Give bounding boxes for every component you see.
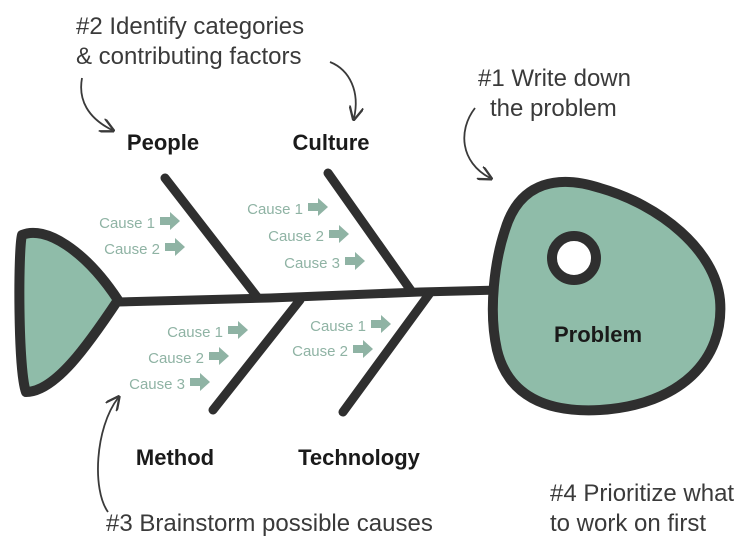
category-culture: Culture <box>293 130 370 155</box>
arrow-right-icon <box>160 212 180 230</box>
annotation-step1-line2: the problem <box>490 95 617 122</box>
fish-spine <box>113 285 505 307</box>
curved-arrow-icon <box>97 398 118 513</box>
cause-item: Cause 3 <box>284 255 340 272</box>
problem-label: Problem <box>554 322 642 347</box>
annotation-step1-line1: #1 Write down <box>478 65 631 92</box>
category-method: Method <box>136 445 214 470</box>
arrow-right-icon <box>209 347 229 365</box>
arrow-right-icon <box>228 321 248 339</box>
annotation-step2-line2: & contributing factors <box>76 43 301 70</box>
annotation-step4: #4 Prioritize what to work on first <box>550 480 741 537</box>
arrow-right-icon <box>353 340 373 358</box>
annotation-step3: #3 Brainstorm possible causes <box>106 510 433 537</box>
cause-item: Cause 2 <box>104 241 160 258</box>
arrow-right-icon <box>308 198 328 216</box>
cause-item: Cause 1 <box>247 201 303 218</box>
arrow-right-icon <box>165 238 185 256</box>
cause-item: Cause 3 <box>129 376 185 393</box>
cause-item: Cause 1 <box>99 215 155 232</box>
fish-tail <box>14 227 123 397</box>
arrow-right-icon <box>371 315 391 333</box>
cause-group-culture: Cause 1 Cause 2 Cause 3 <box>247 198 365 272</box>
annotation-step4-line2: to work on first <box>550 510 706 537</box>
fish-eye <box>547 231 601 285</box>
cause-item: Cause 2 <box>292 343 348 360</box>
cause-item: Cause 1 <box>167 324 223 341</box>
annotation-step2-line1: #2 Identify categories <box>76 13 304 40</box>
rib-people <box>160 173 263 303</box>
category-technology: Technology <box>298 445 421 470</box>
arrow-right-icon <box>345 252 365 270</box>
fish-head <box>487 177 726 416</box>
arrow-right-icon <box>329 225 349 243</box>
cause-item: Cause 1 <box>310 318 366 335</box>
cause-group-people: Cause 1 Cause 2 <box>99 212 185 258</box>
cause-item: Cause 2 <box>148 350 204 367</box>
rib-technology <box>338 288 435 417</box>
annotation-step4-line1: #4 Prioritize what <box>550 480 734 507</box>
curved-arrow-icon <box>463 107 490 178</box>
rib-culture <box>323 168 417 297</box>
cause-group-technology: Cause 1 Cause 2 <box>292 315 391 360</box>
category-people: People <box>127 130 199 155</box>
cause-group-method: Cause 1 Cause 2 Cause 3 <box>129 321 248 393</box>
annotation-step2: #2 Identify categories & contributing fa… <box>76 13 311 70</box>
curved-arrow-icon <box>329 61 356 118</box>
cause-item: Cause 2 <box>268 228 324 245</box>
curved-arrow-icon <box>80 77 112 130</box>
rib-method <box>208 295 305 415</box>
annotation-step1: #1 Write down the problem <box>478 65 638 122</box>
arrow-right-icon <box>190 373 210 391</box>
